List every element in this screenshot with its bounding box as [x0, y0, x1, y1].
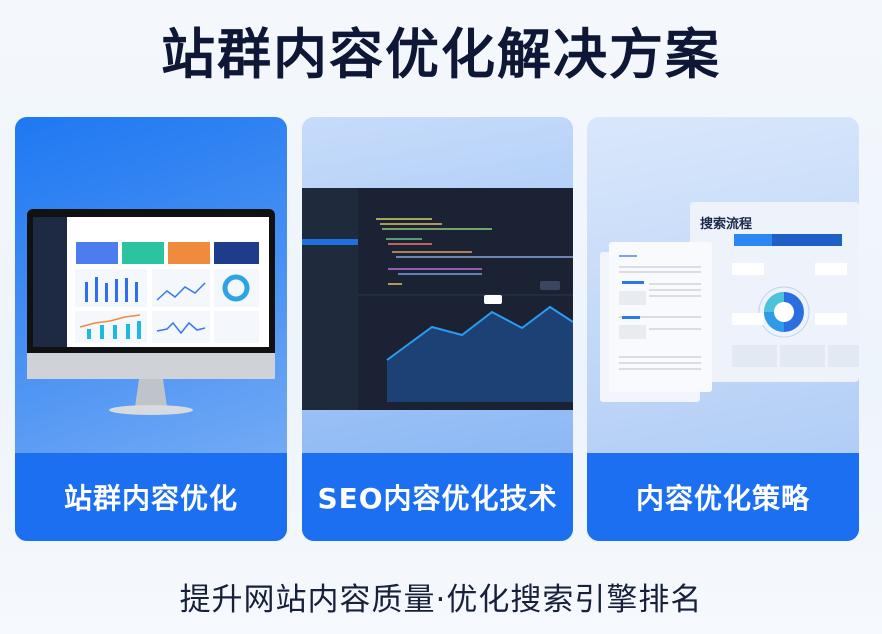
page-title: 站群内容优化解决方案	[161, 23, 721, 86]
footer-tagline: 提升网站内容质量·优化搜索引擎排名	[179, 582, 703, 618]
card-content-strategy[interactable]: 搜索流程 内容优化策略	[587, 117, 859, 541]
code-editor-chart-illustration	[302, 188, 573, 410]
card-site-group-optimization[interactable]: 站群内容优化	[15, 117, 287, 541]
card-label: SEO内容优化技术	[302, 453, 573, 541]
card-label: 内容优化策略	[587, 453, 859, 541]
search-flow-illustration	[600, 202, 859, 402]
monitor-dashboard-illustration	[27, 209, 275, 415]
card-label: 站群内容优化	[15, 453, 287, 541]
card-seo-technology[interactable]: SEO内容优化技术	[302, 117, 573, 541]
search-flow-title: 搜索流程	[700, 217, 753, 232]
